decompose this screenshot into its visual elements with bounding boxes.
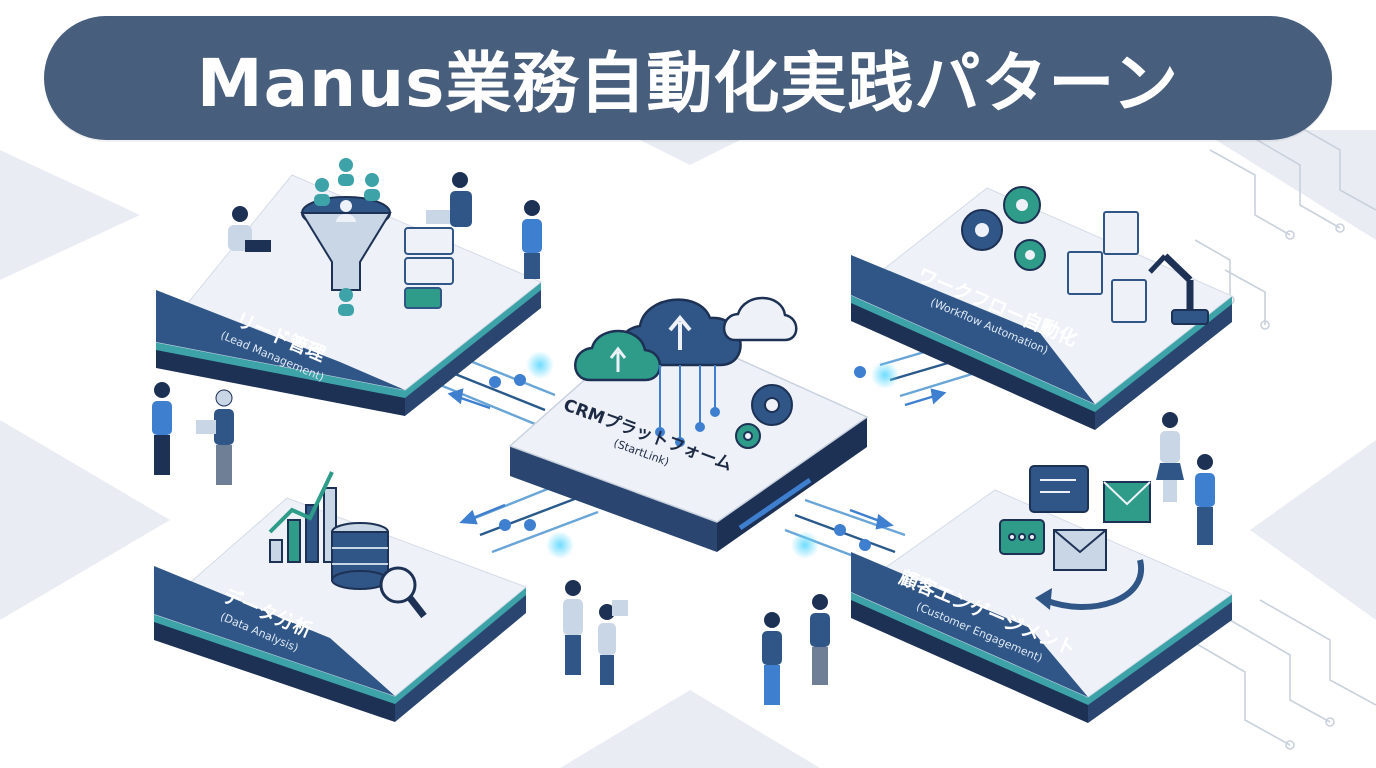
chat-icon: [999, 465, 1089, 555]
person-icon: [152, 172, 1215, 705]
robot-arm-icon: [1148, 253, 1209, 325]
page-title: Manus業務自動化実践パターン: [196, 45, 1180, 122]
database-icon: [331, 522, 389, 590]
data-line-icon: [655, 365, 720, 447]
arrow-icon: [447, 388, 947, 530]
customer-engagement-module: [849, 489, 1234, 723]
person-icon: [314, 158, 380, 316]
lead-card-icon: [404, 227, 454, 309]
data-analysis-module: [153, 497, 527, 722]
gear-hub-icon: [975, 199, 1035, 260]
circuit-lines: [1189, 109, 1376, 750]
cycle-arrow-icon: [1035, 559, 1145, 610]
magnifier-icon: [379, 566, 427, 619]
envelope-icon: [1053, 481, 1151, 571]
cloud-upload-icon: [574, 296, 798, 382]
document-icon: [1067, 211, 1147, 323]
title-banner: Manus業務自動化実践パターン: [44, 16, 1332, 140]
gear-icon: [735, 384, 793, 449]
